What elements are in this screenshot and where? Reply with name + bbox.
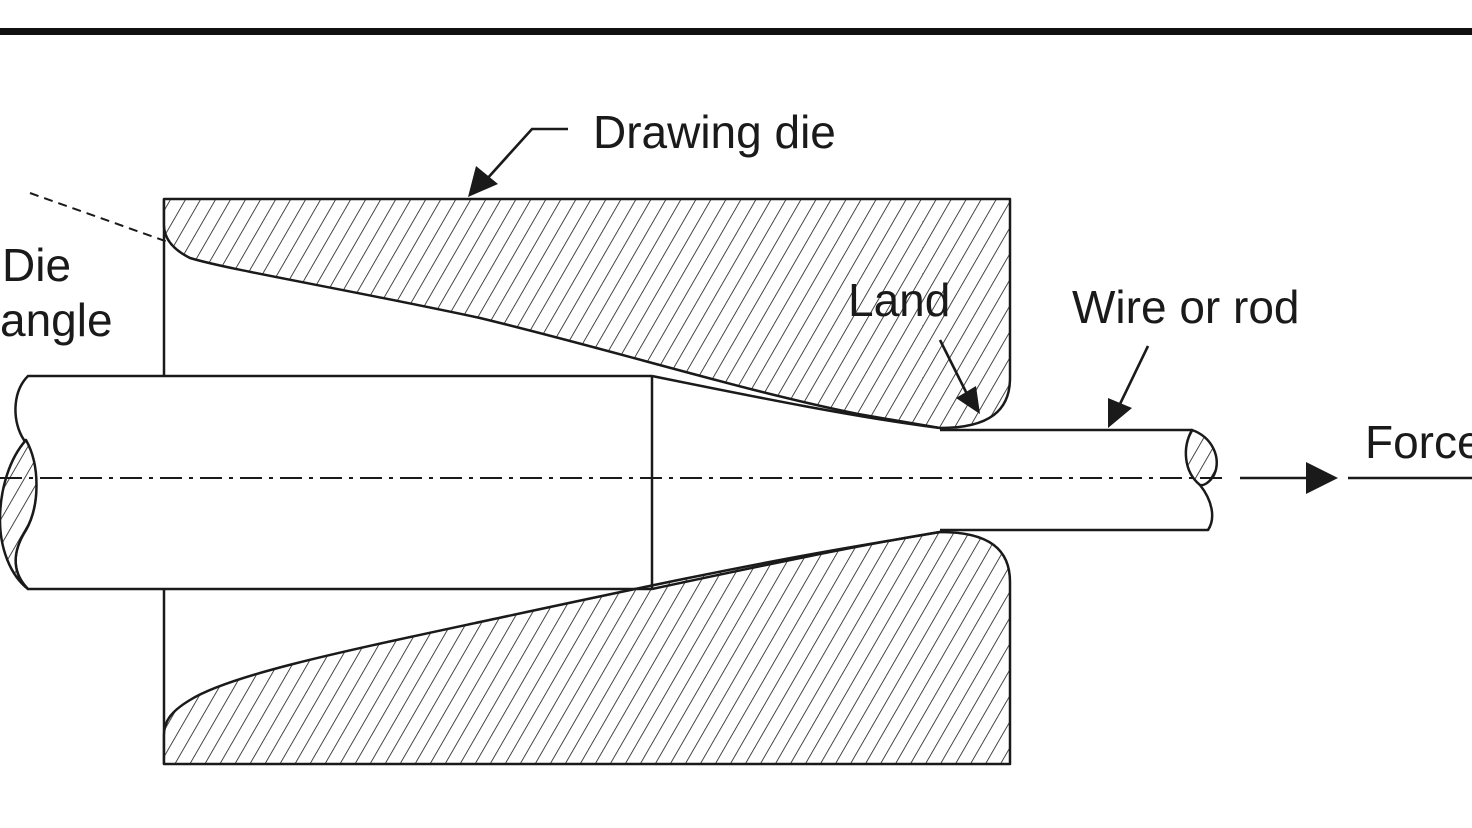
land-leader [938,339,970,397]
rod-taper-lower [651,530,941,591]
wire-outgoing [940,428,1214,532]
force-label: Force [1365,416,1472,468]
die-angle-label-line1: Die [2,239,71,291]
wire-or-rod-arrowhead [1108,398,1132,428]
wire-or-rod-label: Wire or rod [1072,281,1299,333]
land-arrowhead [956,386,980,414]
wire-outgoing-break-section [1184,428,1218,487]
wire-or-rod-leader [1118,345,1150,405]
rod-incoming-break-section [0,438,38,591]
die-angle-label-line2: angle [0,294,113,346]
drawing-die-upper-half [162,197,1012,430]
drawing-die-leader [485,127,568,181]
die-angle-dashed-line [29,192,169,243]
rod-taper-upper [651,374,941,430]
drawing-die-lower-half [162,530,1012,766]
drawing-die-arrowhead [468,166,498,197]
top-border-rule [0,28,1472,35]
force-arrowhead [1306,462,1338,494]
rod-incoming [14,374,652,591]
drawing-die-label: Drawing die [593,106,836,158]
land-label: Land [848,274,950,326]
